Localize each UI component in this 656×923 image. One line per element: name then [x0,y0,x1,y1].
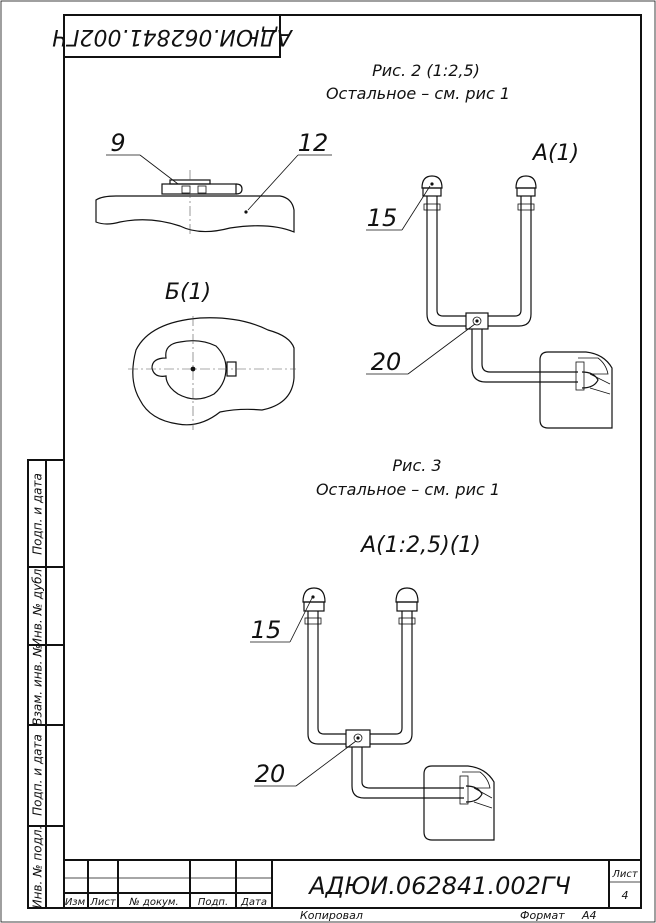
fig3-pipe-assembly [302,587,495,841]
format-label: Формат [520,909,565,922]
fig3-caption: Рис. 3 [392,456,441,475]
fig2-view-a-label: А(1) [531,141,579,166]
title-block: Изм Лист № докум. Подп. Дата АДЮИ.062841… [64,859,641,908]
top-code-box: АДЮИ.062841.002ГЧ [52,14,294,58]
fig3-note: Остальное – см. рис 1 [316,480,500,499]
side-label-sign-date-1: Подп. и дата [31,473,45,555]
copied-label: Копировал [300,909,363,922]
fig2-pipe-assembly [421,175,613,429]
header-sheet: Лист [89,897,117,908]
svg-text:15: 15 [367,204,398,232]
side-label-replace-inv: Взам. инв. № [31,644,45,725]
section-b-view [128,316,296,430]
format-value: А4 [581,909,597,922]
callout-9: 9 [106,129,179,185]
svg-text:15: 15 [251,616,282,644]
side-label-sign-date-2: Подп. и дата [31,734,45,816]
svg-text:20: 20 [255,760,286,788]
header-change: Изм [65,897,86,908]
section-b-label: Б(1) [165,280,211,305]
fig2-caption: Рис. 2 (1:2,5) [372,61,480,80]
part-side-view [95,170,295,236]
side-label-dup-inv: Инв. № дубл. [31,565,45,647]
side-strip: Подп. и дата Инв. № дубл. Взам. инв. № П… [27,459,65,909]
designation-text: АДЮИ.062841.002ГЧ [307,872,571,900]
header-doc-number: № докум. [128,897,178,908]
fig2-callout-20: 20 [366,323,476,376]
sheet-number: 4 [622,889,629,902]
svg-text:20: 20 [371,348,402,376]
top-code-text: АДЮИ.062841.002ГЧ [52,24,294,49]
fig2-note: Остальное – см. рис 1 [326,84,510,103]
header-date: Дата [240,897,267,908]
side-label-orig-inv: Инв. № подл. [31,826,45,909]
sheet-label: Лист [611,869,639,880]
svg-text:12: 12 [298,129,329,157]
fig3-callout-20: 20 [254,740,357,788]
fig3-callout-15: 15 [250,597,313,644]
svg-text:9: 9 [110,129,125,157]
header-signature: Подп. [198,897,228,908]
fig2-callout-15: 15 [366,185,431,232]
callout-12: 12 [247,129,332,211]
fig3-view-a-label: А(1:2,5)(1) [359,533,481,558]
